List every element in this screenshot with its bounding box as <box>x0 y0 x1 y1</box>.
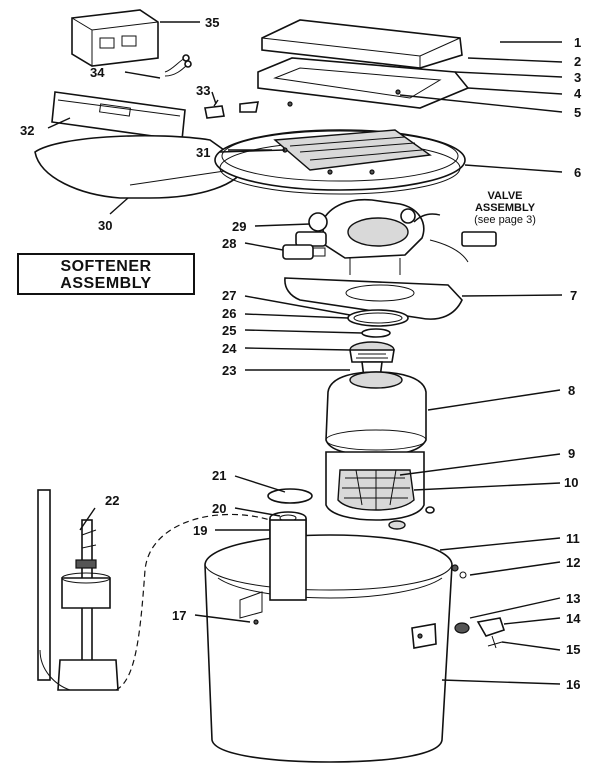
wire-harness-part <box>124 54 192 79</box>
callout-35: 27 <box>222 288 236 303</box>
callout-4: 4 <box>574 86 582 101</box>
title-box: SOFTENER ASSEMBLY <box>17 253 195 295</box>
callout-16: 16 <box>566 677 580 692</box>
valve-label-line-3: (see page 3) <box>474 214 536 226</box>
o-ring-part <box>347 309 409 327</box>
salt-lid-part <box>34 134 246 215</box>
callout-6: 6 <box>574 165 581 180</box>
valve-body-part <box>295 198 497 275</box>
fitting-part <box>282 244 326 260</box>
brine-valve-part <box>37 489 119 691</box>
callout-26: 26 <box>222 306 236 321</box>
callout-9: 9 <box>568 446 575 461</box>
brine-tube-line <box>115 513 271 691</box>
callout-34: 35 <box>205 15 219 30</box>
callout-5: 5 <box>574 105 581 120</box>
washer-part <box>388 506 435 530</box>
callout-7: 7 <box>570 288 577 303</box>
callout-3: 3 <box>574 70 581 85</box>
callout-14: 14 <box>566 611 581 626</box>
control-panel-part <box>47 91 186 141</box>
callout-10: 10 <box>564 475 578 490</box>
lid-frame-part <box>257 57 470 109</box>
callout-12: 12 <box>566 555 580 570</box>
small-o-ring-part <box>361 328 391 338</box>
callout-2: 2 <box>574 54 581 69</box>
callout-23: 23 <box>222 363 236 378</box>
title-line-2: ASSEMBLY <box>60 275 151 292</box>
brine-well-cap-part <box>267 488 313 504</box>
callout-20: 20 <box>212 501 226 516</box>
small-hardware-parts <box>451 564 506 649</box>
callout-33: 34 <box>90 65 105 80</box>
top-cover-part <box>214 129 466 195</box>
resin-tank-part <box>325 371 427 456</box>
title-line-1: SOFTENER <box>60 258 151 275</box>
callout-21: 21 <box>212 468 226 483</box>
callout-24: 24 <box>222 341 237 356</box>
callout-30: 31 <box>196 145 210 160</box>
callout-15: 15 <box>566 642 580 657</box>
tank-base-part <box>325 451 425 521</box>
callout-numbers: 1 2 3 4 5 6 7 8 9 10 11 12 13 14 15 16 1… <box>20 15 582 692</box>
transformer-part <box>71 9 200 67</box>
valve-label-line-2: ASSEMBLY <box>475 202 536 214</box>
callout-8: 8 <box>568 383 575 398</box>
callout-25: 25 <box>222 323 236 338</box>
callout-22: 22 <box>105 493 119 508</box>
valve-assembly-label: VALVE ASSEMBLY (see page 3) <box>474 190 536 226</box>
callout-27: 28 <box>222 236 236 251</box>
callout-11: 11 <box>566 531 580 546</box>
callout-31: 32 <box>20 123 34 138</box>
valve-label-line-1: VALVE <box>487 190 522 202</box>
salt-tank-part <box>204 519 453 763</box>
callout-19: 19 <box>193 523 207 538</box>
callout-13: 13 <box>566 591 580 606</box>
callout-32: 33 <box>196 83 210 98</box>
cover-lid-part <box>261 19 463 69</box>
valve-plate-part <box>284 277 463 320</box>
callout-28: 29 <box>232 219 246 234</box>
clip-parts <box>204 99 259 119</box>
callout-29: 30 <box>98 218 112 233</box>
callout-17: 17 <box>172 608 186 623</box>
leader-lines <box>79 41 563 685</box>
callout-1: 1 <box>574 35 581 50</box>
